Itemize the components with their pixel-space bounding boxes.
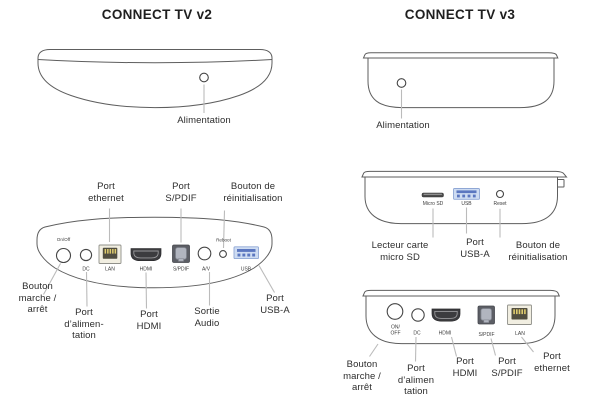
v2-usb-label: USB bbox=[241, 267, 252, 273]
v3-side-tab bbox=[557, 179, 565, 188]
v2-bouton-marche-arret-label: Bouton marche / arrêt bbox=[18, 281, 57, 315]
v2-reboot-label: Reboot bbox=[216, 238, 232, 243]
v3-lecteur-carte-microsd-label: Lecteur carte micro SD bbox=[371, 240, 429, 263]
v3-bouton-marche-arret-label: Bouton marche / arrêt bbox=[343, 359, 381, 393]
v3-onoff-label-line2: OFF bbox=[391, 331, 401, 337]
v2-front-device bbox=[37, 49, 273, 113]
v2-spdif-label: S/PDIF bbox=[173, 267, 189, 273]
v2-front-power-button-icon bbox=[199, 72, 209, 83]
v2-av-label: A/V bbox=[202, 267, 211, 273]
v2-onoff-button-icon bbox=[55, 247, 72, 264]
v3-lan-port-icon bbox=[507, 304, 532, 325]
v3-hdmi-label: HDMI bbox=[439, 331, 452, 337]
v2-hdmi-label: HDMI bbox=[140, 267, 153, 273]
v3-reset-label: Reset bbox=[493, 201, 507, 207]
v2-back-device: On/Off DC LAN HDMI bbox=[36, 208, 275, 309]
v3-reset-button-icon bbox=[495, 189, 505, 199]
v2-reboot-button-icon bbox=[219, 250, 227, 258]
v3-dc-label: DC bbox=[413, 331, 421, 337]
v2-lan-port-icon bbox=[98, 244, 122, 264]
v3-alimentation-label: Alimentation bbox=[376, 120, 430, 131]
v2-dc-port-icon bbox=[79, 248, 93, 262]
v2-dc-label: DC bbox=[82, 267, 90, 273]
v3-spdif-port-icon bbox=[477, 305, 495, 325]
v3-side-usb-port-icon bbox=[453, 188, 480, 200]
v2-title: CONNECT TV v2 bbox=[101, 7, 213, 22]
v3-onoff-button-icon bbox=[386, 303, 404, 320]
v2-usb-port-icon bbox=[233, 246, 259, 260]
v3-onoff-label-line1: ON/ bbox=[391, 325, 401, 331]
v3-port-spdif-label: Port S/PDIF bbox=[491, 356, 523, 379]
v3-title: CONNECT TV v3 bbox=[404, 7, 516, 22]
v2-port-hdmi-label: Port HDMI bbox=[136, 309, 162, 332]
v2-port-spdif-label: Port S/PDIF bbox=[165, 181, 197, 204]
v2-onoff-label: On/Off bbox=[57, 237, 71, 242]
v2-port-ethernet-label: Port ethernet bbox=[88, 181, 124, 204]
v2-alimentation-label: Alimentation bbox=[177, 115, 231, 126]
v2-lan-label: LAN bbox=[105, 267, 115, 273]
v3-port-hdmi-label: Port HDMI bbox=[452, 356, 478, 379]
v3-dc-port-icon bbox=[411, 308, 425, 322]
v3-bouton-reinitialisation-label: Bouton de réinitialisation bbox=[508, 240, 568, 263]
v2-port-alimentation-label: Port d’alimen- tation bbox=[64, 307, 104, 341]
v3-microsd-slot-icon bbox=[421, 192, 444, 198]
v3-lan-label: LAN bbox=[515, 331, 525, 337]
v3-port-ethernet-label: Port ethernet bbox=[534, 351, 570, 374]
v3-side-device: Micro SD USB Reset bbox=[361, 170, 568, 238]
v3-front-device bbox=[362, 52, 559, 119]
v3-front-power-button-icon bbox=[396, 78, 407, 88]
v2-av-port-icon bbox=[197, 246, 212, 261]
v3-back-device: ON/ OFF DC HDMI S/PDIF bbox=[362, 289, 561, 362]
v3-port-usb-a-label: Port USB-A bbox=[460, 237, 490, 260]
v2-bouton-reinitialisation-label: Bouton de réinitialisation bbox=[223, 181, 283, 204]
v3-port-alimentation-label: Port d’alimen tation bbox=[397, 363, 435, 397]
v2-sortie-audio-label: Sortie Audio bbox=[194, 306, 220, 329]
v2-port-usb-a-label: Port USB-A bbox=[260, 293, 290, 316]
v2-hdmi-port-icon bbox=[130, 248, 162, 262]
v3-microsd-label: Micro SD bbox=[423, 201, 444, 207]
v3-spdif-label: S/PDIF bbox=[478, 332, 494, 338]
v3-hdmi-port-icon bbox=[431, 308, 461, 322]
v3-side-usb-label: USB bbox=[461, 201, 472, 207]
v2-spdif-port-icon bbox=[172, 244, 190, 263]
